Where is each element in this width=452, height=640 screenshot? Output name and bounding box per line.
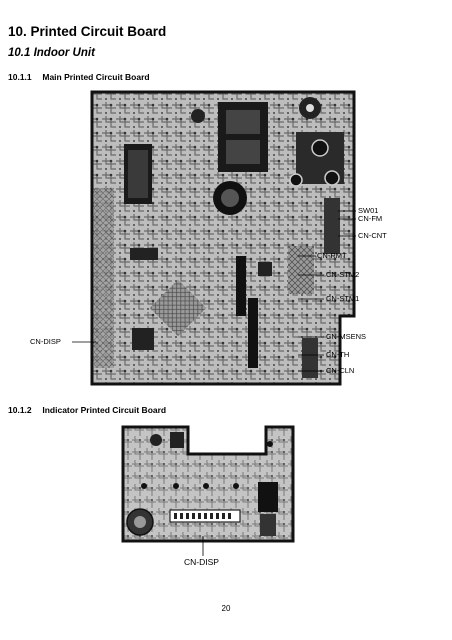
label-cn-stm2: CN-STM2 bbox=[326, 270, 360, 279]
subsection-title: 10.1 Indoor Unit bbox=[8, 47, 95, 59]
main-board-title: Main Printed Circuit Board bbox=[42, 72, 150, 82]
section-title: 10. Printed Circuit Board bbox=[8, 24, 167, 39]
label-cn-cln: CN-CLN bbox=[326, 366, 355, 375]
main-pcb-image bbox=[90, 90, 356, 386]
indicator-pcb-image bbox=[121, 425, 295, 543]
label-cn-cnt: CN-CNT bbox=[358, 231, 387, 240]
label-cn-disp-indicator: CN-DISP bbox=[184, 557, 219, 567]
main-board-number: 10.1.1 bbox=[8, 72, 32, 82]
indicator-board-title: Indicator Printed Circuit Board bbox=[42, 405, 167, 415]
label-cn-disp-main: CN-DISP bbox=[30, 337, 61, 346]
label-cn-msens: CN-MSENS bbox=[326, 332, 367, 341]
label-sw01: SW01 bbox=[358, 206, 379, 215]
indicator-board-number: 10.1.2 bbox=[8, 405, 32, 415]
main-board-heading: 10.1.1 Main Printed Circuit Board bbox=[8, 72, 150, 82]
indicator-board-heading: 10.1.2 Indicator Printed Circuit Board bbox=[8, 405, 166, 415]
label-cn-rmt: CN-RMT bbox=[317, 251, 347, 260]
label-cn-th: CN-TH bbox=[326, 350, 350, 359]
label-cn-fm: CN-FM bbox=[358, 214, 383, 223]
page-number: 20 bbox=[221, 604, 231, 613]
label-cn-stm1: CN-STM1 bbox=[326, 294, 360, 303]
